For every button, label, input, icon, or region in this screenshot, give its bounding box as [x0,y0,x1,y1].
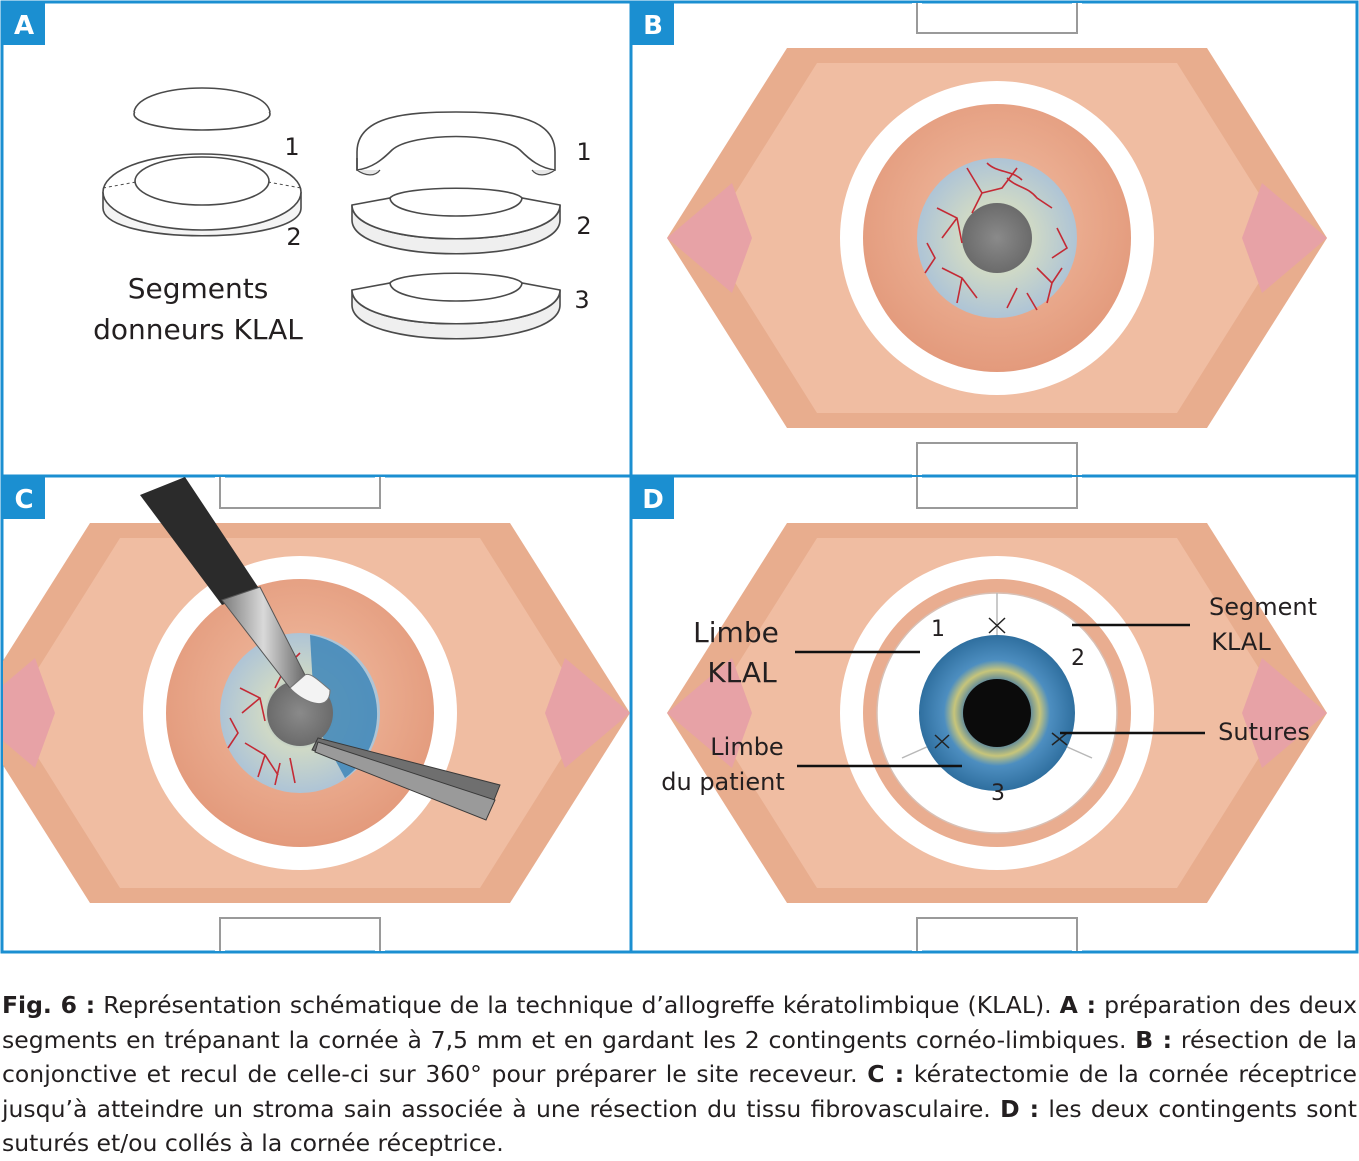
panel-c-badge [3,477,45,519]
sutures-marks [934,617,1068,749]
caption-b-label: B : [1135,1025,1173,1054]
donor-cap-drawing [133,87,271,131]
label-1b: 1 [576,138,591,166]
klal-figure: A 1 2 Segments donneurs KLAL 1 [0,0,1359,955]
segment-klal-label-1: Segment [1209,593,1317,621]
panel-d: Limbe KLAL Limbe du patient Segment KLAL… [632,458,1327,955]
caption-c-label: C : [867,1060,905,1089]
label-3b: 3 [574,286,589,314]
segment-2-drawing [351,187,561,255]
segment-1-drawing [356,111,556,176]
panel-c: C [3,458,630,955]
panel-c-badge-text: C [14,485,33,515]
surgical-blade [140,477,331,704]
caption-b-text: résection de la conjonctive et recul de … [2,1025,1357,1089]
donor-segments-title-line2: donneurs KLAL [93,313,303,346]
panel-a-badge [3,3,45,45]
panel-b-eye [667,0,1327,493]
figure-caption: Fig. 6 : Représentation schématique de l… [2,988,1357,1161]
panel-b-badge-text: B [643,11,663,41]
panel-d-eye [667,458,1327,955]
caption-c-text: kératectomie de la cornée réceptrice jus… [2,1060,1357,1123]
label-2b: 2 [576,212,591,240]
segment-number-2: 2 [1071,646,1085,671]
label-1a: 1 [284,133,299,161]
label-2a: 2 [286,223,301,251]
caption-fig-label: Fig. 6 : [2,991,96,1019]
panel-c-eye [3,458,630,955]
segment-3-drawing [351,272,561,340]
segment-klal-label-2: KLAL [1211,628,1271,656]
panel-b: B [632,0,1327,493]
panel-a: A 1 2 Segments donneurs KLAL 1 [3,3,592,346]
panel-d-badge-text: D [642,485,664,515]
limbe-patient-label-1: Limbe [710,733,783,761]
donor-ring-drawing [102,153,302,237]
limbe-patient-label-2: du patient [661,768,784,796]
segment-number-1: 1 [931,617,945,642]
forceps [311,737,501,821]
caption-d-label: D : [1000,1094,1040,1123]
fibrovascular-vessels [924,162,1069,311]
donor-segments-title-line1: Segments [128,272,269,305]
pupil [963,679,1031,747]
limbe-klal-label-1: Limbe [693,616,779,649]
panel-a-badge-text: A [14,11,34,41]
caption-intro: Représentation schématique de la techniq… [95,991,1060,1019]
caption-a-text: préparation des deux segments en trépana… [2,991,1357,1054]
panel-b-badge [632,3,674,45]
caption-d-text: les deux contingents sont suturés et/ou … [2,1094,1357,1158]
segment-number-3: 3 [991,781,1005,806]
caption-a-label: A : [1059,991,1097,1019]
sutures-label: Sutures [1218,718,1310,746]
limbe-klal-label-2: KLAL [707,656,777,689]
panel-d-badge [632,477,674,519]
